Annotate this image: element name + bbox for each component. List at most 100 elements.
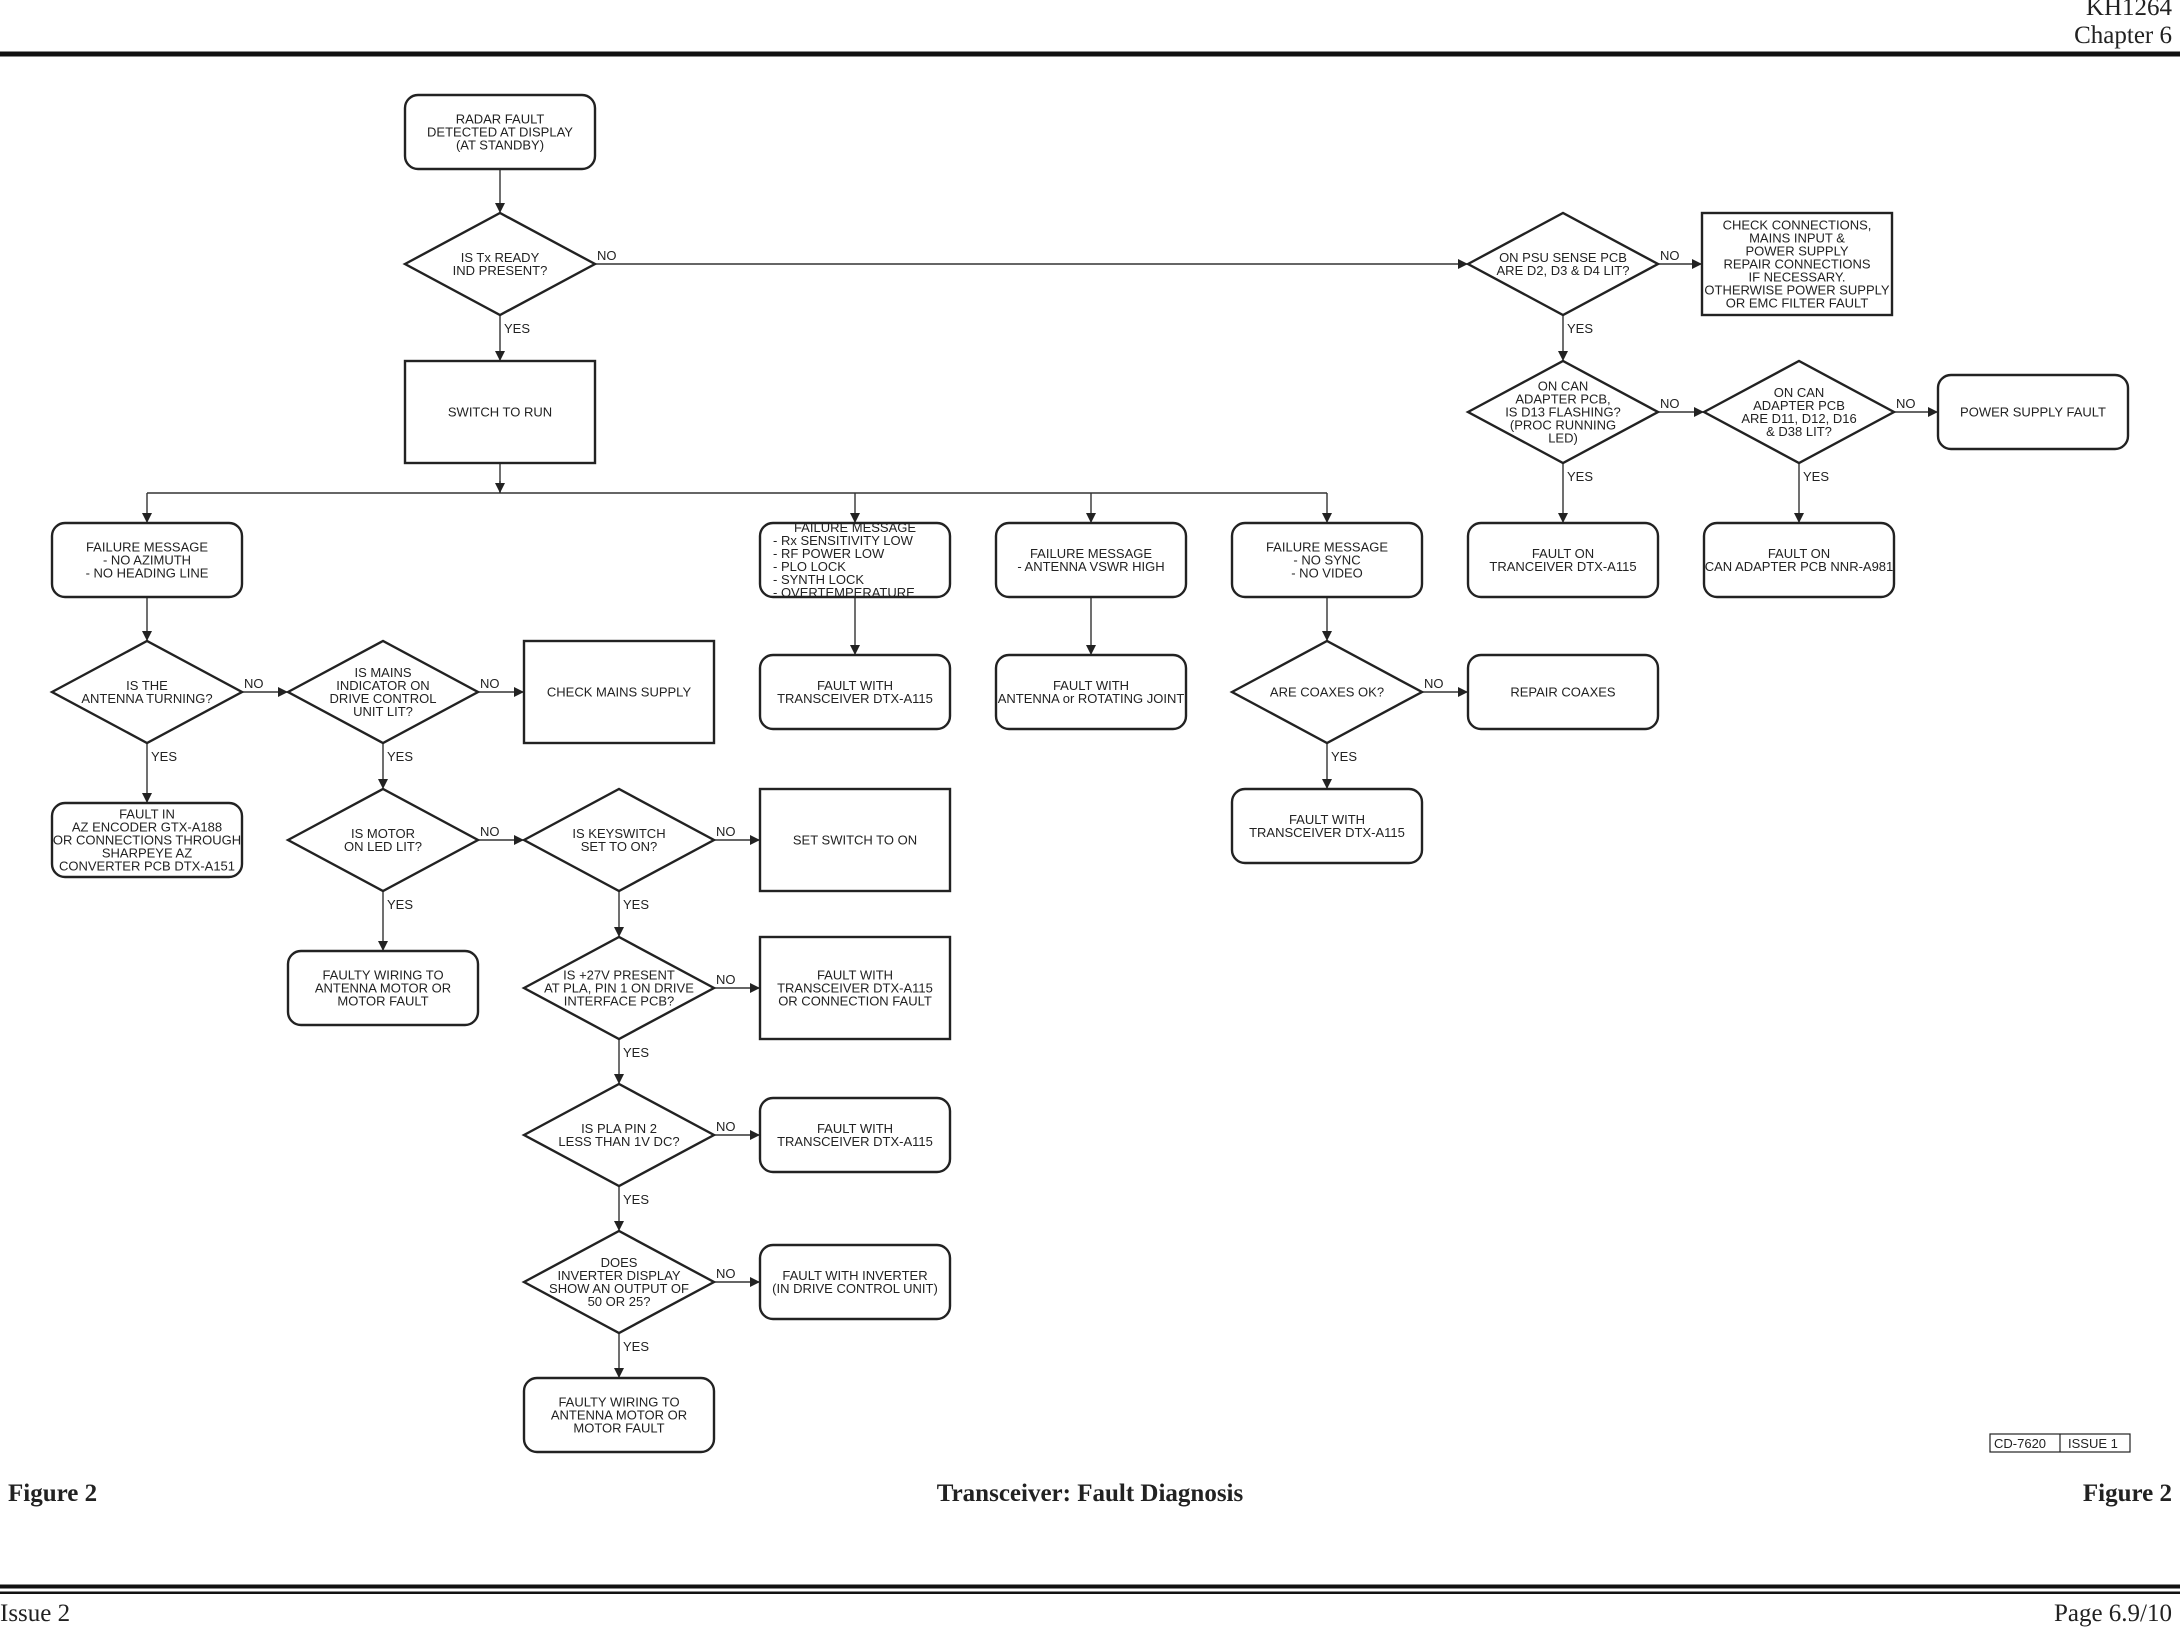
figure-label-right: Figure 2 bbox=[2082, 1480, 2172, 1507]
yes-label: YES bbox=[1803, 469, 1829, 484]
node-text-line: ON PSU SENSE PCB bbox=[1499, 250, 1627, 265]
node-text-line: ADAPTER PCB, bbox=[1515, 392, 1610, 407]
footer-rule-thin bbox=[0, 1591, 2180, 1594]
node-text-line: CAN ADAPTER PCB NNR-A981 bbox=[1705, 559, 1894, 574]
node-text-line: FAULT WITH bbox=[817, 968, 893, 983]
node-text-line: SWITCH TO RUN bbox=[448, 405, 552, 420]
node-text-line: IS +27V PRESENT bbox=[563, 968, 675, 983]
node-text-line: ARE COAXES OK? bbox=[1270, 685, 1384, 700]
node-text-line: INDICATOR ON bbox=[336, 678, 429, 693]
node-coaxes: ARE COAXES OK? bbox=[1229, 639, 1425, 745]
node-text-line: IS D13 FLASHING? bbox=[1505, 405, 1621, 420]
node-text-line: (AT STANDBY) bbox=[456, 138, 544, 153]
node-text-line: DOES bbox=[601, 1255, 638, 1270]
node-text-line: IS PLA PIN 2 bbox=[581, 1121, 657, 1136]
node-text-line: FAILURE MESSAGE bbox=[1030, 546, 1152, 561]
node-text-line: MOTOR FAULT bbox=[337, 994, 428, 1009]
node-text-line: - NO SYNC bbox=[1293, 553, 1360, 568]
header-rule bbox=[0, 51, 2180, 57]
node-text-line: & D38 LIT? bbox=[1766, 424, 1832, 439]
node-text-line: IS MOTOR bbox=[351, 826, 415, 841]
node-text-line: FAILURE MESSAGE bbox=[794, 520, 916, 535]
node-text-line: CHECK MAINS SUPPLY bbox=[547, 685, 692, 700]
yes-label: YES bbox=[623, 1339, 649, 1354]
node-text-line: - OVERTEMPERATURE bbox=[773, 585, 915, 600]
branch-labels: YES NO NO YES NO NO YES YES NO NO YES YES NO NO YES YES… bbox=[151, 248, 1916, 1354]
node-text-line: IS THE bbox=[126, 678, 168, 693]
node-set-switch: SET SWITCH TO ON bbox=[758, 787, 952, 893]
no-label: NO bbox=[1660, 396, 1680, 411]
no-label: NO bbox=[716, 972, 736, 987]
drawing-reference-block: CD-7620 ISSUE 1 bbox=[1989, 1433, 2131, 1453]
drawing-issue: ISSUE 1 bbox=[2068, 1436, 2118, 1451]
yes-label: YES bbox=[387, 749, 413, 764]
yes-label: YES bbox=[623, 897, 649, 912]
node-text-line: FAILURE MESSAGE bbox=[86, 540, 208, 555]
node-text-line: TRANSCEIVER DTX-A115 bbox=[777, 691, 933, 706]
node-text-line: - ANTENNA VSWR HIGH bbox=[1017, 559, 1164, 574]
node-repair-coaxes: REPAIR COAXES bbox=[1466, 653, 1660, 731]
node-text-line: IS KEYSWITCH bbox=[572, 826, 665, 841]
no-label: NO bbox=[1660, 248, 1680, 263]
node-text-line: FAULT IN bbox=[119, 807, 175, 822]
node-text-line: MOTOR FAULT bbox=[573, 1421, 664, 1436]
node-text-line: ON CAN bbox=[1538, 379, 1589, 394]
yes-label: YES bbox=[1567, 321, 1593, 336]
node-fm-azimuth: FAILURE MESSAGE- NO AZIMUTH- NO HEADING … bbox=[50, 521, 244, 599]
node-text-line: CHECK CONNECTIONS, bbox=[1723, 218, 1872, 233]
no-label: NO bbox=[716, 824, 736, 839]
node-text-line: INTERFACE PCB? bbox=[564, 994, 675, 1009]
node-check-conn: CHECK CONNECTIONS,MAINS INPUT &POWER SUP… bbox=[1700, 211, 1894, 317]
node-text-line: FAULT WITH bbox=[817, 678, 893, 693]
figure-title: Transceiver: Fault Diagnosis bbox=[936, 1480, 1244, 1507]
node-text-line: - RF POWER LOW bbox=[773, 546, 885, 561]
node-text-line: OR CONNECTIONS THROUGH bbox=[53, 833, 241, 848]
no-label: NO bbox=[1896, 396, 1916, 411]
node-text-line: IS MAINS bbox=[354, 665, 411, 680]
node-text-line: INVERTER DISPLAY bbox=[557, 1268, 680, 1283]
node-text-line: IF NECESSARY. bbox=[1748, 270, 1845, 285]
node-text-line: SHOW AN OUTPUT OF bbox=[549, 1281, 689, 1296]
node-text-line: DETECTED AT DISPLAY bbox=[427, 125, 573, 140]
no-label: NO bbox=[716, 1266, 736, 1281]
no-label: NO bbox=[244, 676, 264, 691]
node-text-line: (IN DRIVE CONTROL UNIT) bbox=[772, 1281, 938, 1296]
node-text-line: - PLO LOCK bbox=[773, 559, 846, 574]
yes-label: YES bbox=[623, 1192, 649, 1207]
node-text-line: POWER SUPPLY FAULT bbox=[1960, 405, 2106, 420]
node-text-line: ON LED LIT? bbox=[344, 839, 422, 854]
yes-label: YES bbox=[623, 1045, 649, 1060]
node-text-line: REPAIR CONNECTIONS bbox=[1723, 257, 1870, 272]
no-label: NO bbox=[480, 824, 500, 839]
no-label: NO bbox=[597, 248, 617, 263]
node-text-line: ANTENNA or ROTATING JOINT bbox=[998, 691, 1185, 706]
document-id: KH1264 bbox=[2085, 0, 2172, 21]
node-text-line: ON CAN bbox=[1774, 385, 1825, 400]
node-text-line: ANTENNA MOTOR OR bbox=[315, 981, 451, 996]
node-text-line: OTHERWISE POWER SUPPLY bbox=[1704, 283, 1889, 298]
node-text-line: ANTENNA TURNING? bbox=[81, 691, 212, 706]
node-text-line: LED) bbox=[1548, 431, 1578, 446]
node-text-line: - NO VIDEO bbox=[1291, 566, 1363, 581]
node-text-line: FAULTY WIRING TO bbox=[322, 968, 443, 983]
node-text-line: FAULT WITH bbox=[1053, 678, 1129, 693]
figure-label-left: Figure 2 bbox=[8, 1480, 98, 1507]
node-text-line: POWER SUPPLY bbox=[1745, 244, 1848, 259]
node-text-line: ADAPTER PCB bbox=[1753, 398, 1845, 413]
yes-label: YES bbox=[504, 321, 530, 336]
